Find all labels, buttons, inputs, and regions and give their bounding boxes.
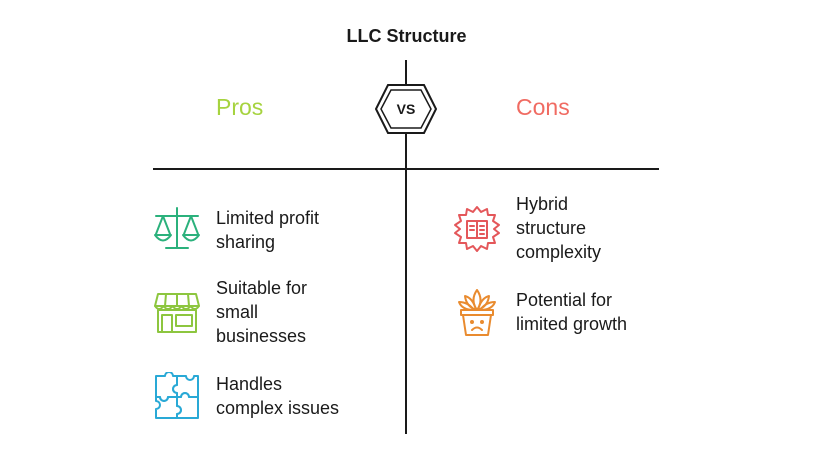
puzzle-icon: [155, 372, 199, 419]
gear-book-icon: [454, 206, 500, 252]
cons-item-label: Hybrid structure complexity: [516, 194, 602, 262]
pros-item-label: Limited profit sharing: [216, 208, 320, 252]
pros-item-label: Handles complex issues: [216, 374, 340, 418]
cons-item-label: Potential for limited growth: [516, 290, 628, 334]
vs-label: VS: [396, 101, 416, 117]
vs-badge: [375, 84, 437, 134]
horizontal-divider: [153, 168, 659, 170]
cons-heading: Cons: [516, 94, 570, 120]
pros-heading: Pros: [216, 94, 264, 120]
storefront-icon: [154, 293, 200, 333]
diagram-title: LLC Structure: [346, 26, 467, 46]
sad-plant-icon: [458, 289, 496, 336]
scales-icon: [154, 207, 200, 249]
vertical-divider: [405, 60, 407, 434]
pros-item-label: Suitable for small businesses: [216, 278, 308, 346]
